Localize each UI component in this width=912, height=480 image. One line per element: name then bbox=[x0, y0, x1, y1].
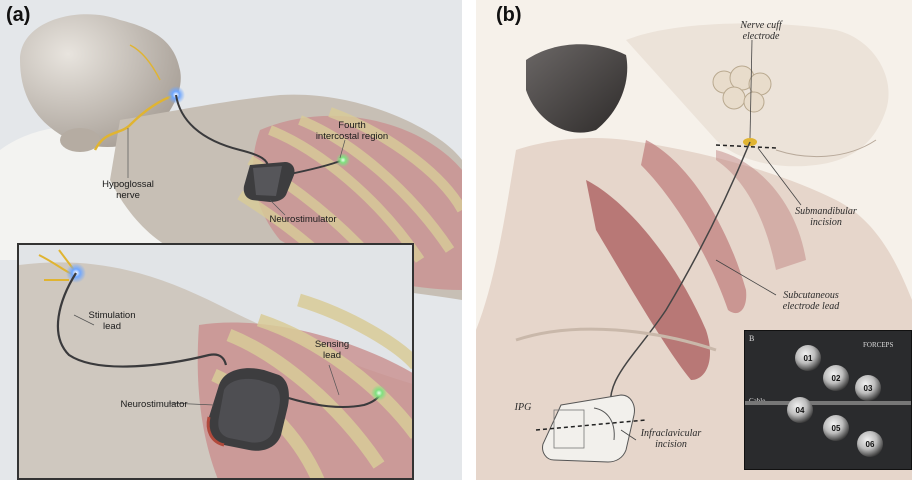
electrode-03: 03 bbox=[855, 375, 881, 401]
label-neurostimulator-inset: Neurostimulator bbox=[109, 399, 199, 410]
electrode-02: 02 bbox=[823, 365, 849, 391]
inset-detail: Stimulation lead Sensing lead Neurostimu… bbox=[17, 243, 414, 480]
photo-forceps-label: FORCEPS bbox=[863, 341, 893, 349]
label-neurostimulator-top: Neurostimulator bbox=[258, 214, 348, 225]
label-sensing-lead: Sensing lead bbox=[302, 339, 362, 361]
panel-a-label: (a) bbox=[6, 4, 30, 27]
label-fourth-intercostal: Fourth intercostal region bbox=[307, 120, 397, 142]
label-submandibular-incision: Submandibular incision bbox=[786, 206, 866, 228]
inset-illustration bbox=[19, 245, 414, 480]
electrode-04: 04 bbox=[787, 397, 813, 423]
panel-a: (a) Fourth intercostal region Hypoglossa… bbox=[0, 0, 462, 480]
photo-corner-letter: B bbox=[749, 334, 754, 343]
panel-b: (b) Nerve cuff electrode Submandibular i… bbox=[476, 0, 912, 480]
electrode-06: 06 bbox=[857, 431, 883, 457]
label-subcutaneous-electrode-lead: Subcutaneous electrode lead bbox=[766, 290, 856, 312]
label-ipg: IPG bbox=[508, 402, 538, 413]
electrode-01: 01 bbox=[795, 345, 821, 371]
panel-b-label: (b) bbox=[496, 4, 522, 27]
label-infraclavicular-incision: Infraclavicular incision bbox=[626, 428, 716, 450]
label-nerve-cuff-electrode: Nerve cuff electrode bbox=[726, 20, 796, 42]
label-stimulation-lead: Stimulation lead bbox=[77, 310, 147, 332]
electrode-photo-inset: B FORCEPS Cable 01 02 03 04 05 06 bbox=[744, 330, 912, 470]
label-hypoglossal-nerve: Hypoglossal nerve bbox=[92, 179, 164, 201]
photo-cable bbox=[745, 401, 912, 405]
electrode-05: 05 bbox=[823, 415, 849, 441]
